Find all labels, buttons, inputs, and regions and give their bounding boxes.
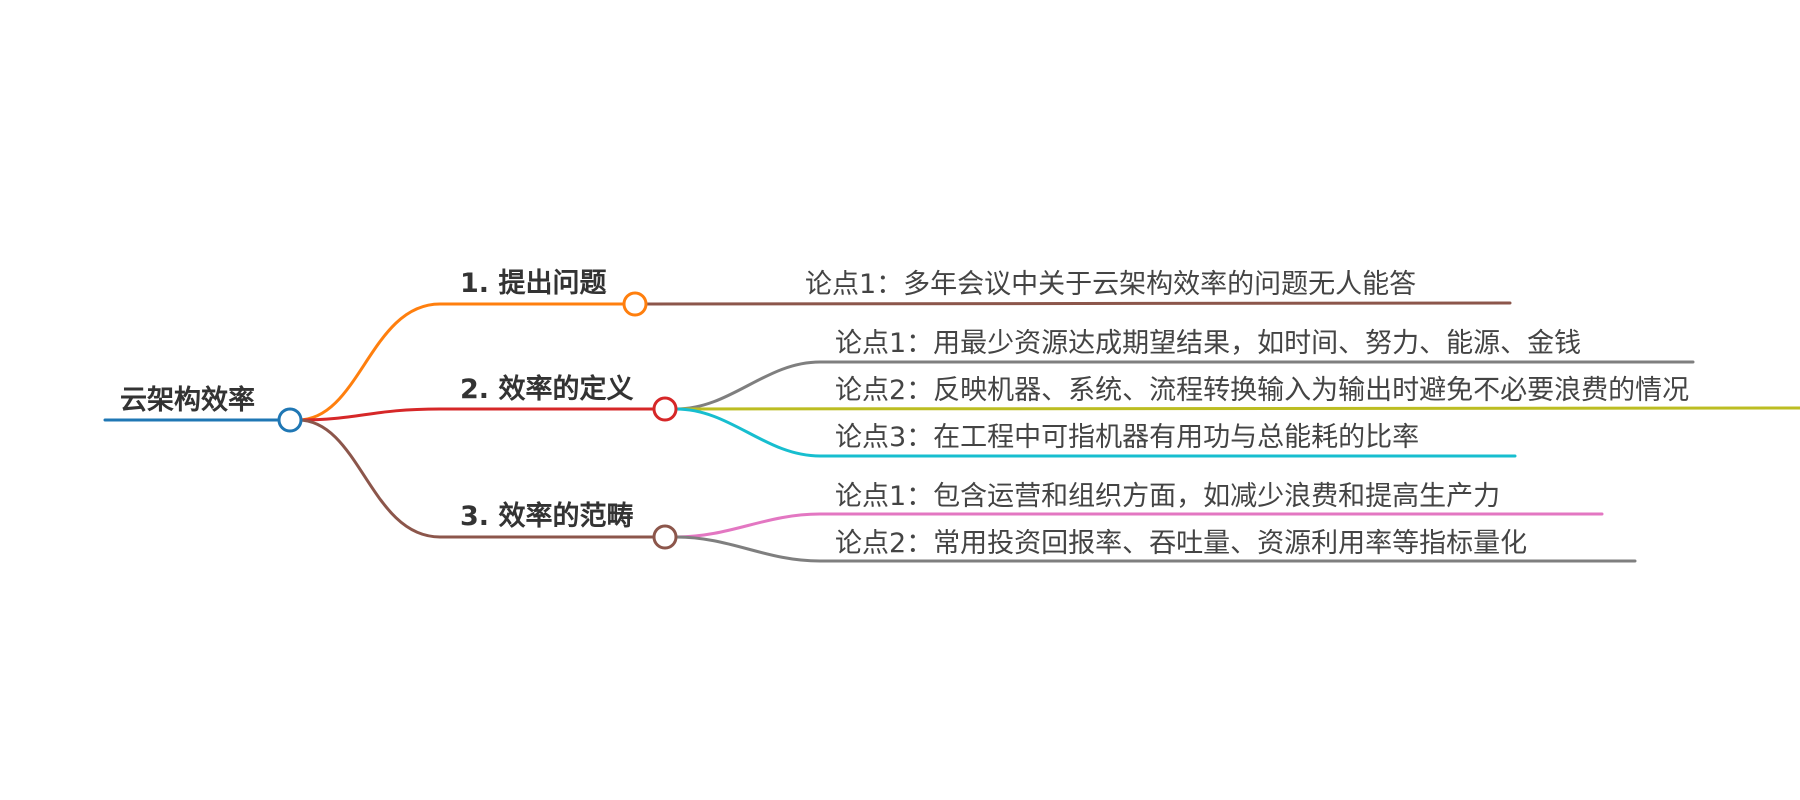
root-node[interactable] <box>277 407 303 433</box>
branch-1-leaf-1-connector <box>644 301 1512 306</box>
branch-1-connector <box>296 302 626 422</box>
branch-2-leaf-3-label[interactable]: 论点3：在工程中可指机器有用功与总能耗的比率 <box>835 422 1420 453</box>
root-node-label[interactable]: 云架构效率 <box>120 385 255 416</box>
branch-3-leaf-2-label[interactable]: 论点2：常用投资回报率、吞吐量、资源利用率等指标量化 <box>835 528 1528 559</box>
branch-3-leaf-1-connector <box>674 512 1604 539</box>
branch-1-leaf-1-label[interactable]: 论点1：多年会议中关于云架构效率的问题无人能答 <box>805 269 1417 300</box>
branch-2-leaf-2-label[interactable]: 论点2：反映机器、系统、流程转换输入为输出时避免不必要浪费的情况 <box>835 375 1690 406</box>
branch-3-connector <box>296 418 656 539</box>
branch-1-label[interactable]: 1. 提出问题 <box>460 268 607 299</box>
branch-2-leaf-1-label[interactable]: 论点1：用最少资源达成期望结果，如时间、努力、能源、金钱 <box>835 328 1582 359</box>
branch-2-leaf-3-connector <box>674 407 1517 458</box>
branch-2-connector <box>296 407 656 422</box>
branch-3-node[interactable] <box>652 524 678 550</box>
branch-3-label[interactable]: 3. 效率的范畴 <box>460 501 634 532</box>
branch-2-label[interactable]: 2. 效率的定义 <box>460 374 634 405</box>
branch-2-leaf-2-connector <box>674 406 1800 411</box>
mindmap-nodes <box>277 291 678 550</box>
branch-3-leaf-1-label[interactable]: 论点1：包含运营和组织方面，如减少浪费和提高生产力 <box>835 481 1501 512</box>
branch-2-node[interactable] <box>652 396 678 422</box>
branch-2-leaf-1-connector <box>674 360 1695 411</box>
branch-3-leaf-2-connector <box>674 535 1637 563</box>
branch-1-node[interactable] <box>622 291 648 317</box>
mindmap-edges <box>103 301 1800 563</box>
